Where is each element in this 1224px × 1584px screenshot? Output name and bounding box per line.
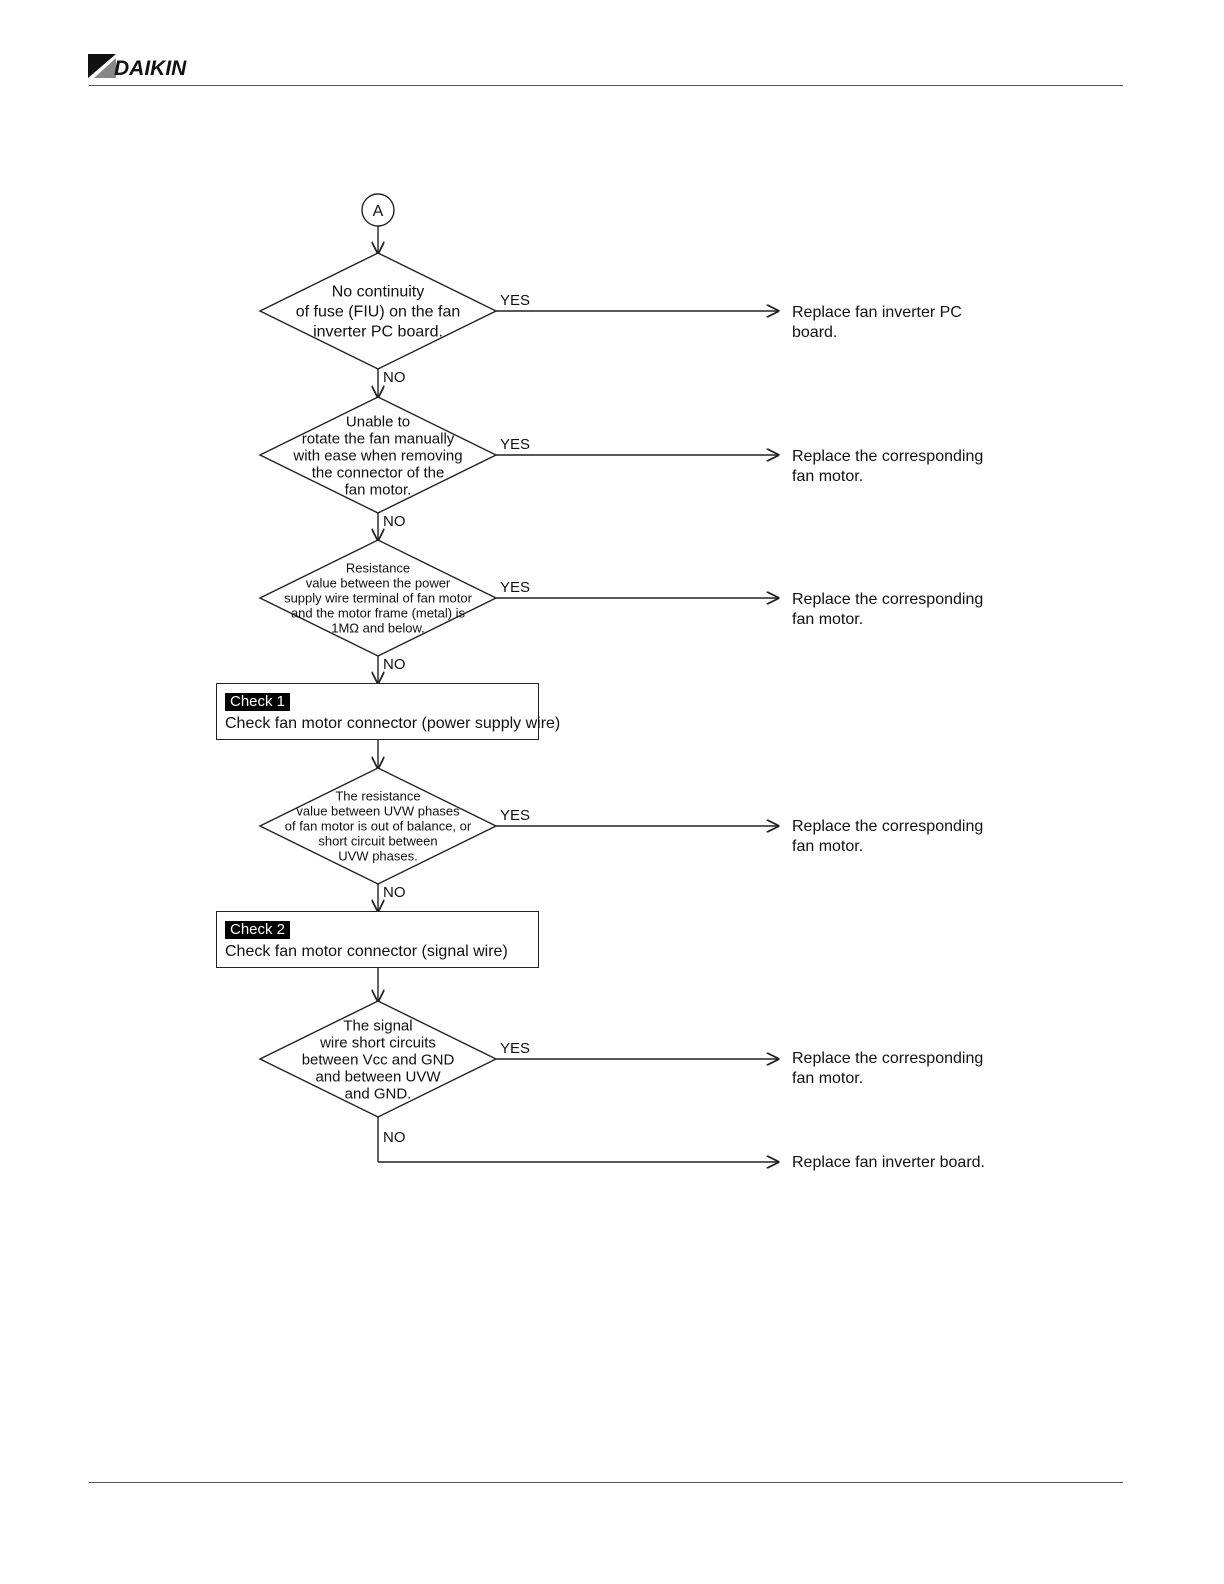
- no-label: NO: [383, 884, 406, 901]
- outcome-text: Replace the corresponding fan motor.: [792, 1050, 984, 1087]
- yes-label: YES: [500, 1040, 531, 1057]
- check-2-tag: Check 2: [225, 921, 291, 939]
- decision-text-line: 1MΩ and below.: [331, 621, 425, 636]
- decision-text-line: fan motor.: [345, 481, 412, 498]
- decision-text-line: between Vcc and GND: [302, 1051, 455, 1068]
- daikin-logo: DAIKIN: [88, 52, 218, 82]
- decision-text-line: No continuity: [332, 284, 425, 301]
- decision-diamond: [258, 767, 498, 885]
- decision-text-line: and the motor frame (metal) is: [291, 606, 466, 621]
- decision-diamond: [258, 396, 498, 514]
- decision-text-line: with ease when removing: [292, 447, 462, 464]
- outcome-text: Replace the corresponding fan motor.: [792, 591, 984, 628]
- decision-text-line: supply wire terminal of fan motor: [284, 591, 473, 606]
- decision-text-line: of fuse (FIU) on the fan: [296, 304, 461, 321]
- no-label: NO: [383, 1129, 406, 1146]
- outcome-text: Replace the corresponding fan motor.: [792, 448, 984, 485]
- yes-label: YES: [500, 292, 531, 309]
- header-rule: [89, 85, 1123, 86]
- decision-text-line: wire short circuits: [319, 1034, 436, 1051]
- check-1-box: Check 1 Check fan motor connector (power…: [216, 683, 560, 740]
- decision-text-line: The resistance: [335, 789, 420, 804]
- yes-label: YES: [500, 807, 531, 824]
- no-label: NO: [383, 513, 406, 530]
- decision-text-line: of fan motor is out of balance, or: [285, 819, 472, 834]
- footer-rule: [89, 1482, 1123, 1483]
- decision-text-line: value between the power: [306, 576, 451, 591]
- decision-text-line: value between UVW phases: [296, 804, 460, 819]
- daikin-logo-icon: DAIKIN: [88, 54, 187, 80]
- decision-diamond: [258, 539, 498, 657]
- check-1-text: Check fan motor connector (power supply …: [225, 715, 561, 732]
- decision-text-line: and GND.: [345, 1085, 412, 1102]
- decision-text-line: Unable to: [346, 413, 410, 430]
- decision-diamond: [258, 1000, 498, 1118]
- check-1-tag: Check 1: [225, 693, 291, 711]
- yes-label: YES: [500, 436, 531, 453]
- decision-diamond: [258, 252, 498, 370]
- decision-text-line: short circuit between: [318, 834, 437, 849]
- brand-name: DAIKIN: [114, 57, 187, 80]
- outcome-text: Replace the corresponding fan motor.: [792, 818, 984, 855]
- decision-text-line: Resistance: [346, 561, 410, 576]
- check-2-text: Check fan motor connector (signal wire): [225, 943, 508, 960]
- decision-text-line: and between UVW: [315, 1068, 441, 1085]
- decision-text-line: the connector of the: [312, 464, 445, 481]
- no-label: NO: [383, 369, 406, 386]
- check-2-box: Check 2 Check fan motor connector (signa…: [216, 911, 539, 968]
- start-connector: A: [361, 193, 395, 227]
- outcome-text: Replace fan inverter PC board.: [792, 304, 962, 341]
- flow-edges: [378, 226, 778, 1162]
- decision-text-line: inverter PC board.: [313, 324, 443, 341]
- decision-nodes: No continuity of fuse (FIU) on the fan inv…: [258, 252, 498, 1118]
- start-connector-label: A: [373, 203, 384, 220]
- decision-text-line: rotate the fan manually: [302, 430, 455, 447]
- final-outcome-text: Replace fan inverter board.: [792, 1154, 985, 1171]
- no-label: NO: [383, 656, 406, 673]
- decision-text-line: The signal: [343, 1017, 412, 1034]
- yes-label: YES: [500, 579, 531, 596]
- decision-text-line: UVW phases.: [338, 849, 417, 864]
